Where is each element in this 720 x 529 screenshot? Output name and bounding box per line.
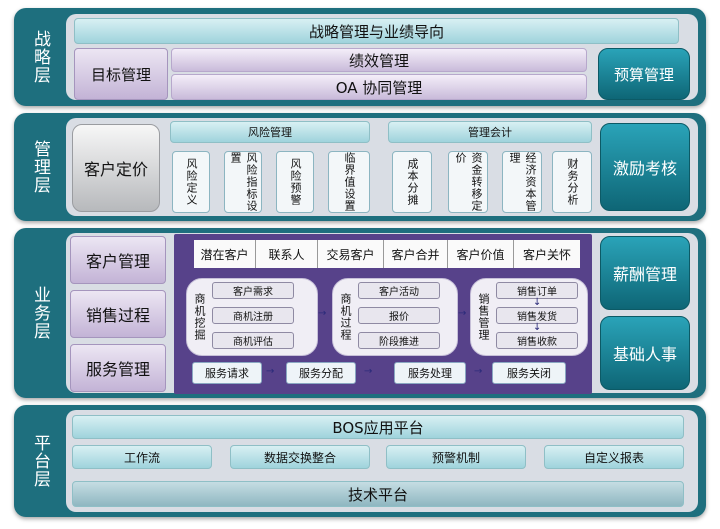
service-processing: 服务处理 [394,362,466,384]
opportunity-registration: 商机注册 [212,307,294,324]
business-layer: 业务层 客户管理 销售过程 服务管理 潜在客户 联系人 交易客户 客户合并 客户… [14,228,706,398]
platform-item-custom-report: 自定义报表 [544,445,684,469]
risk-item: 临界值设置 [328,151,370,213]
management-layer-label: 管理层 [30,140,50,194]
strategy-top-bar: 战略管理与业绩导向 [74,18,679,44]
quotation: 报价 [358,307,440,324]
business-process-panel: 潜在客户 联系人 交易客户 客户合并 客户价值 客户关怀 商机挖掘 客户需求 商… [174,234,592,394]
customer-pricing: 客户定价 [72,124,160,212]
oa-collaboration: OA 协同管理 [171,74,587,100]
tab-customer-merge[interactable]: 客户合并 [384,240,448,268]
budget-management: 预算管理 [598,48,690,100]
flow-arrow-icon: → [458,308,467,319]
service-management: 服务管理 [70,344,166,392]
management-layer: 管理层 客户定价 风险管理 风险定义 风险指标设置 风险预警 临界值设置 管理会… [14,113,706,221]
service-allocation: 服务分配 [286,362,356,384]
platform-item-workflow: 工作流 [72,445,212,469]
flow-arrow-icon: → [364,366,373,377]
service-request: 服务请求 [192,362,262,384]
customer-demand: 客户需求 [212,282,294,299]
opportunity-process-label: 商机过程 [339,293,352,341]
opportunity-evaluation: 商机评估 [212,332,294,349]
risk-management-title: 风险管理 [170,121,370,143]
opportunity-mining-label: 商机挖掘 [193,293,206,341]
incentive-assessment: 激励考核 [600,123,690,211]
platform-item-data-exchange: 数据交换整合 [230,445,370,469]
stage-advance: 阶段推进 [358,332,440,349]
customer-tabs: 潜在客户 联系人 交易客户 客户合并 客户价值 客户关怀 [194,240,580,268]
accounting-item: 经济资本管理 [502,151,542,213]
management-accounting-title: 管理会计 [388,121,592,143]
tab-trading-customer[interactable]: 交易客户 [318,240,384,268]
sales-collection: 销售收款 [496,332,578,349]
tab-potential-customer[interactable]: 潜在客户 [194,240,256,268]
basic-personnel: 基础人事 [600,316,690,390]
platform-item-alert: 预警机制 [386,445,526,469]
risk-item: 风险指标设置 [224,151,262,213]
strategy-layer: 战略层 战略管理与业绩导向 目标管理 绩效管理 OA 协同管理 预算管理 [14,8,706,106]
accounting-item: 财务分析 [552,151,592,213]
sales-process: 销售过程 [70,290,166,338]
tab-customer-value[interactable]: 客户价值 [448,240,514,268]
customer-management: 客户管理 [70,236,166,284]
target-management: 目标管理 [74,48,168,100]
performance-management: 绩效管理 [171,48,587,72]
risk-item: 风险定义 [172,151,210,213]
risk-item: 风险预警 [276,151,314,213]
flow-arrow-icon: → [266,366,275,377]
flow-arrow-icon: → [318,308,327,319]
sales-delivery: 销售发货 [496,307,578,324]
platform-layer-label: 平台层 [30,434,50,488]
accounting-item: 成本分摊 [392,151,432,213]
tab-contact[interactable]: 联系人 [256,240,318,268]
tab-customer-care[interactable]: 客户关怀 [514,240,580,268]
sales-order: 销售订单 [496,282,578,299]
bos-platform: BOS应用平台 [72,415,684,439]
flow-arrow-icon: → [474,366,483,377]
down-arrow-icon: ↓ [533,322,542,333]
business-layer-label: 业务层 [30,286,50,340]
down-arrow-icon: ↓ [533,297,542,308]
compensation-management: 薪酬管理 [600,236,690,310]
strategy-layer-label: 战略层 [30,30,50,84]
accounting-item: 资金转移定价 [448,151,488,213]
sales-management-label: 销售管理 [477,293,490,341]
platform-layer: 平台层 BOS应用平台 工作流 数据交换整合 预警机制 自定义报表 技术平台 [14,405,706,517]
technology-platform: 技术平台 [72,481,684,507]
service-closure: 服务关闭 [492,362,566,384]
customer-activity: 客户活动 [358,282,440,299]
